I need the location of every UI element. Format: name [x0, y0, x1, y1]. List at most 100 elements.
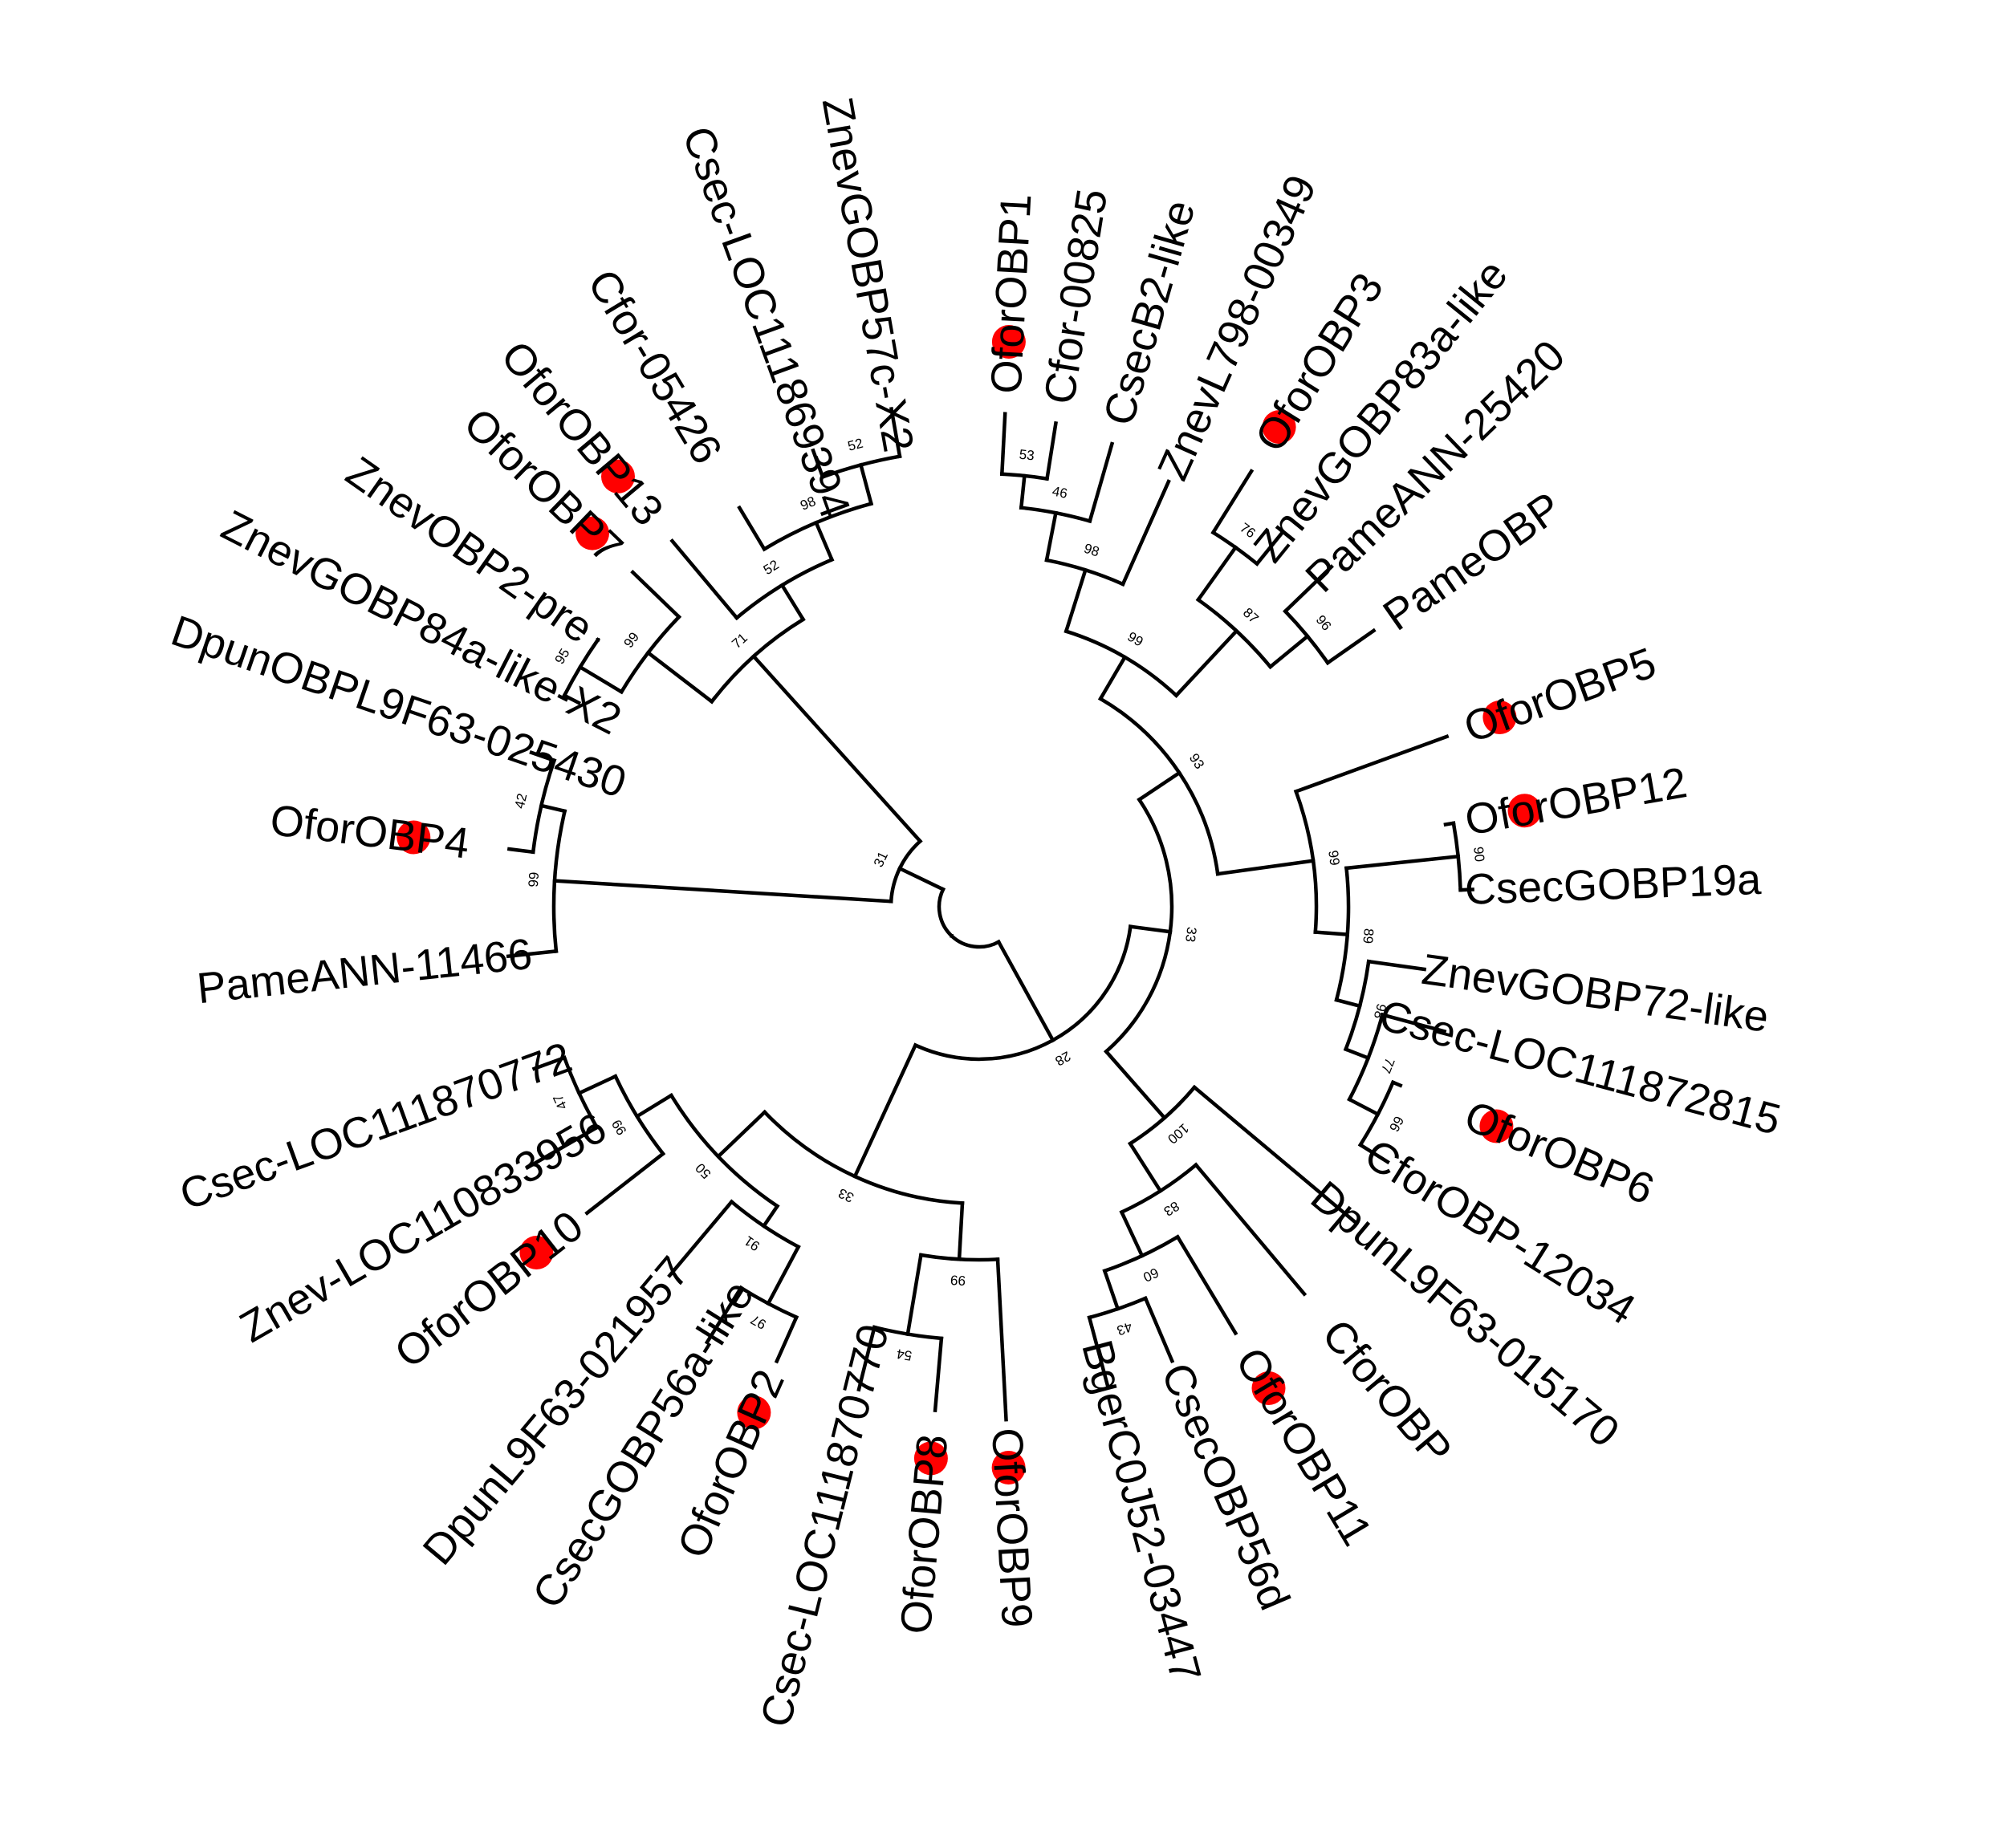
branch-i11-0	[1344, 854, 1461, 871]
branch-i13-1	[1215, 859, 1316, 876]
leaf-label: OforOBP8	[892, 1432, 957, 1635]
leaf-label: CsecGOBP19a	[1464, 855, 1763, 914]
branch-i5-0	[1195, 545, 1238, 603]
bootstrap-value: 50	[693, 1160, 714, 1182]
branch-i1-1	[1088, 441, 1115, 524]
leaf-marker-dot	[1507, 794, 1542, 828]
branch-i31-0	[577, 664, 624, 695]
branch-i24-1	[584, 1151, 666, 1216]
branch-i2-0	[1044, 510, 1059, 563]
bootstrap-value: 90	[1470, 846, 1487, 863]
bootstrap-value: 99	[608, 1117, 629, 1138]
bootstrap-value: 96	[1313, 612, 1335, 634]
branch-i36-1	[750, 653, 923, 844]
branch-i0-1	[1044, 420, 1058, 481]
branch-i14-1	[1143, 1295, 1175, 1364]
bootstrap-value: 99	[950, 1272, 966, 1288]
leaf-marker-dot	[991, 325, 1026, 359]
branch-i7-1	[1458, 887, 1474, 892]
branch-i18-1	[1104, 1049, 1167, 1121]
branch-i5-1	[1267, 633, 1311, 670]
branch-i26-0	[957, 1201, 965, 1261]
branch-i23-0	[525, 1124, 600, 1171]
branch-i10-1	[1343, 1046, 1371, 1061]
bootstrap-value: 77	[1378, 1056, 1398, 1076]
leaf-marker-dot	[1482, 701, 1517, 734]
branch-i9-1	[1347, 1097, 1381, 1117]
marker-group	[397, 325, 1542, 1484]
leaf-label: PameANN-11466	[195, 930, 535, 1013]
bootstrap-value: 52	[761, 557, 782, 578]
leaf-marker-dot	[913, 1441, 948, 1476]
branch-i6-0	[1064, 567, 1088, 634]
leaf-marker-dot	[575, 516, 609, 550]
bootstrap-value: 66	[1386, 1114, 1407, 1135]
leaf-marker-dot	[397, 820, 431, 855]
branch-i8-1	[1357, 1142, 1390, 1165]
bootstrap-value: 93	[1186, 751, 1207, 772]
leaf-marker-dot	[1251, 1371, 1286, 1405]
branch-i4-1	[1325, 628, 1377, 666]
branch-i29-0	[539, 803, 567, 814]
branch-i17-0	[1127, 1141, 1163, 1194]
leaf-labels: OforOBP1Cfor-00825CsecB2-likeZnevL798-00…	[165, 94, 1786, 1732]
bootstrap-value: 99	[1325, 849, 1342, 866]
branch-i14-0	[1087, 1315, 1111, 1390]
branch-i23-1	[531, 1055, 567, 1071]
leaf-marker-dot	[991, 1451, 1026, 1484]
bootstrap-value: 53	[1019, 447, 1035, 464]
bootstrap-value: 42	[512, 792, 531, 810]
bootstrap-value: 60	[1141, 1265, 1161, 1285]
branch-i16-1	[1193, 1162, 1308, 1297]
bootstrap-value: 33	[836, 1185, 856, 1205]
arc-i18	[1104, 797, 1174, 1054]
branch-i34-1	[813, 520, 835, 563]
branch-i32-0	[811, 448, 825, 480]
branch-i34-0	[669, 538, 740, 621]
branch-i26-1	[715, 1109, 767, 1160]
bootstrap-value: 31	[871, 849, 891, 869]
branch-i24-0	[576, 1074, 618, 1096]
branch-i20-0	[995, 1257, 1008, 1422]
branch-i3-1	[1254, 530, 1285, 567]
leaf-label: OforOBP5	[1458, 639, 1662, 753]
branch-i27-0	[1128, 924, 1173, 934]
leaf-marker-dot	[601, 459, 635, 493]
branch-i12-0	[1293, 734, 1450, 794]
bootstrap-value: 98	[1371, 1002, 1389, 1021]
leaf-label: Cfor-00825	[1035, 185, 1117, 407]
branch-i36-0	[552, 879, 893, 904]
branch-i10-0	[1366, 959, 1427, 972]
branch-i25-1	[634, 1093, 674, 1119]
branch-i0-0	[999, 412, 1007, 477]
branch-i2-1	[1120, 479, 1171, 587]
branch-i3-0	[1210, 469, 1255, 535]
leaf-marker-dot	[737, 1395, 771, 1430]
bootstrap-value: 54	[896, 1346, 913, 1363]
leaf-label: OforOBP9	[982, 1427, 1041, 1629]
branch-i29-1	[506, 948, 559, 959]
branch-i19-1	[856, 1325, 877, 1392]
bootstrap-value: 87	[1240, 605, 1262, 627]
branch-i25-0	[761, 1203, 780, 1229]
leaf-marker-dot	[1262, 410, 1296, 445]
bootstrap-value: 100	[1165, 1120, 1192, 1147]
branch-i4-0	[1283, 564, 1334, 614]
leaf-label: OforOBP1	[982, 193, 1041, 395]
branch-i11-1	[1334, 997, 1362, 1009]
branch-root-1	[897, 866, 946, 892]
branch-i6-1	[1173, 628, 1239, 698]
branch-i15-0	[1102, 1268, 1120, 1311]
tree-branches	[506, 406, 1474, 1422]
arc-i27	[913, 924, 1133, 1062]
leaf-label: ZnevGOBP57c-X2	[813, 94, 923, 456]
leaf-label: CforOBP	[1312, 1310, 1461, 1474]
bootstrap-value: 99	[1125, 629, 1146, 650]
branch-i16-0	[1119, 1209, 1145, 1258]
branch-i19-0	[933, 1336, 944, 1413]
bootstrap-value: 47	[550, 1092, 570, 1112]
branch-i15-1	[1175, 1234, 1238, 1336]
branch-i28-1	[529, 750, 557, 763]
bootstrap-value: 28	[1052, 1048, 1073, 1069]
